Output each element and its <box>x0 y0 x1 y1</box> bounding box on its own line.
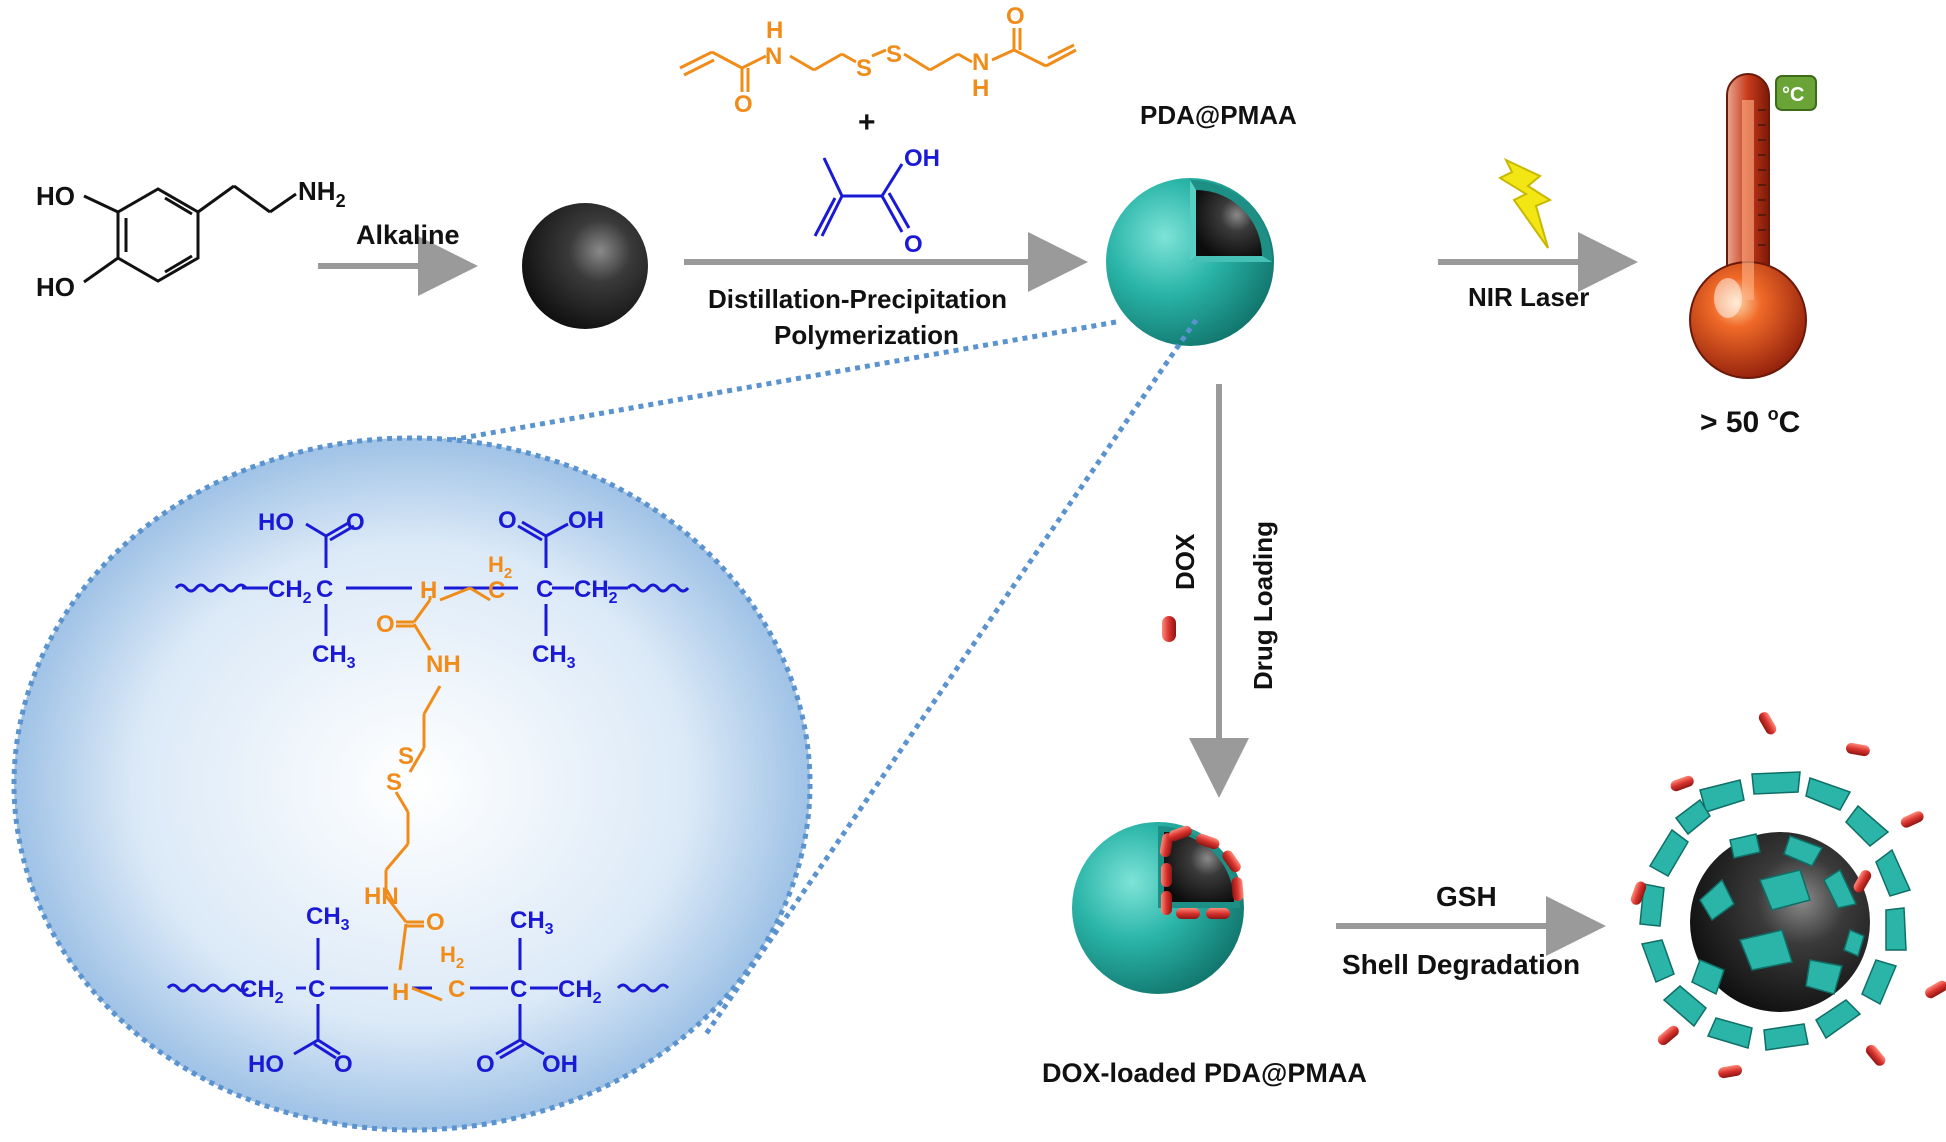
crosslinker-o1: O <box>734 91 753 118</box>
maa-o: O <box>904 231 923 258</box>
dox-particle-core <box>1164 832 1234 902</box>
polymer-o-bl: O <box>334 1051 353 1078</box>
crosslinker-s1: S <box>856 55 872 82</box>
crosslinker-structure <box>679 28 1077 92</box>
crosslinker-h-top: H <box>766 17 783 44</box>
zoom-bubble <box>11 435 813 1133</box>
polymer-nh-top: NH <box>426 651 461 678</box>
dopamine-structure <box>83 184 297 284</box>
polymer-o-amide-top: O <box>376 611 395 638</box>
polymer-ch3-d: CH3 <box>510 907 554 938</box>
particle-core <box>1196 190 1262 256</box>
dopamine-ho-bottom: HO <box>36 272 75 302</box>
degraded-particle <box>1630 712 1946 1079</box>
temperature-label: > 50 oC <box>1700 404 1800 439</box>
label-nir-laser: NIR Laser <box>1468 282 1589 312</box>
released-dox-molecules <box>1630 712 1946 1079</box>
dopamine-ho-top: HO <box>36 181 75 211</box>
polymer-h2-b: H2 <box>440 942 464 972</box>
shell-fragments <box>1639 771 1912 1051</box>
polymer-ch2-a: CH2 <box>268 576 312 607</box>
maa-oh: OH <box>904 145 940 172</box>
plus-sign: + <box>858 106 876 139</box>
polymer-c-b: C <box>536 576 553 603</box>
pda-pmaa-particle <box>1106 178 1274 346</box>
polymer-ho-tl: HO <box>258 509 294 536</box>
loaded-dox-molecules <box>1159 825 1244 919</box>
polymer-oh-br: OH <box>542 1051 578 1078</box>
label-shell-degradation: Shell Degradation <box>1342 949 1580 980</box>
polymer-o-amide-bottom: O <box>426 909 445 936</box>
polymer-ch2-d: CH2 <box>558 976 602 1007</box>
crosslinker-n-bottom: N <box>972 49 989 76</box>
polymer-o-tr: O <box>498 507 517 534</box>
polymer-s-b: S <box>386 769 402 796</box>
polymer-c-c: C <box>308 976 325 1003</box>
polymer-hn-bottom: HN <box>364 883 399 910</box>
polymer-h2-a: H2 <box>488 552 512 582</box>
polymer-ch3-b: CH3 <box>532 641 576 672</box>
label-dox: DOX <box>1170 533 1200 590</box>
polymer-c-d: C <box>510 976 527 1003</box>
polymer-ch3-c: CH3 <box>306 903 350 934</box>
zoom-lines <box>405 318 1199 1036</box>
polymer-ch2-b: CH2 <box>574 576 618 607</box>
label-distillation: Distillation-Precipitation <box>708 284 1007 314</box>
thermometer-icon <box>1689 73 1807 379</box>
polymer-o-tl: O <box>346 509 365 536</box>
celsius-badge <box>1775 75 1817 111</box>
dopamine-amine: NH2 <box>298 176 346 211</box>
polymer-ch2-c: CH2 <box>240 976 284 1007</box>
label-drug-loading: Drug Loading <box>1248 521 1278 690</box>
polymer-s-a: S <box>398 743 414 770</box>
benzene-ring <box>116 187 200 283</box>
particle-title: PDA@PMAA <box>1140 100 1297 130</box>
label-polymerization: Polymerization <box>774 320 959 350</box>
polymer-c-orange-b: C <box>448 976 465 1003</box>
maa-structure <box>813 157 911 237</box>
crosslinker-o2: O <box>1006 3 1025 30</box>
loaded-particle-title: DOX-loaded PDA@PMAA <box>1042 1058 1367 1088</box>
dox-loaded-particle <box>1072 822 1244 994</box>
polymer-o-br: O <box>476 1051 495 1078</box>
dox-molecule-icon <box>1162 616 1176 642</box>
polymer-c-orange-a: C <box>488 577 505 604</box>
crosslinker-h-bottom: H <box>972 75 989 102</box>
crosslinker-n-top: N <box>765 43 782 70</box>
polymer-ho-bl: HO <box>248 1051 284 1078</box>
lightning-bolt-icon <box>1497 157 1553 249</box>
polymer-h-mid: H <box>420 577 437 604</box>
label-alkaline: Alkaline <box>356 220 460 250</box>
label-gsh: GSH <box>1436 881 1497 912</box>
crosslinker-s2: S <box>886 41 902 68</box>
polymer-h-mid2: H <box>392 979 409 1006</box>
pda-nanosphere <box>522 203 648 329</box>
polymer-c-a: C <box>316 576 333 603</box>
polymer-ch3-a: CH3 <box>312 641 356 672</box>
polymer-structure <box>166 520 690 1060</box>
celsius-badge-text: °C <box>1782 84 1804 106</box>
polymer-oh-tr: OH <box>568 507 604 534</box>
